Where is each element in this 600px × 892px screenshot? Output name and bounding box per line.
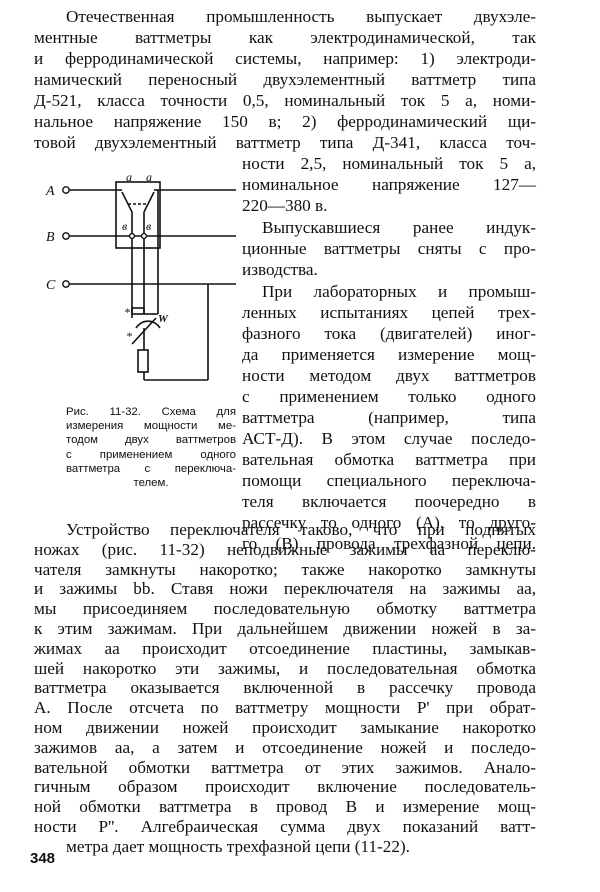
text-line: нальное напряжение 150 в; 2) ферродинами… bbox=[34, 112, 536, 131]
text-line: Устройство переключателя таково, что при… bbox=[66, 520, 536, 539]
phase-c-label: C bbox=[46, 278, 56, 293]
text-line: АСТ-Д). В этом случае последо- bbox=[242, 429, 536, 448]
text-line: ной обмотки ваттметра в провод B и измер… bbox=[34, 797, 536, 817]
text-line: чателя замкнуты накоротко; также накорот… bbox=[34, 559, 536, 579]
caption-line: тодом двух ваттметров bbox=[66, 434, 236, 447]
text-line: ционные ваттметры сняты с про- bbox=[242, 239, 536, 258]
text-line: гичным образом происходит включение посл… bbox=[34, 777, 536, 797]
wattmeter-label: W bbox=[158, 313, 169, 325]
text-line: ности методом двух ваттметров bbox=[242, 366, 536, 385]
switch-a-label-right: a bbox=[146, 170, 152, 184]
text-line: да применяется измерение мощ- bbox=[242, 345, 536, 364]
switch-a-label-left: a bbox=[126, 170, 132, 184]
text-line: го (B) провода трехфазной цепи. bbox=[242, 534, 536, 553]
text-line: мы присоединяем последовательную обмотку… bbox=[34, 599, 536, 619]
caption-line: ваттметра с переключа- bbox=[66, 462, 236, 475]
text-line: ваттметра (например, типа bbox=[242, 408, 536, 427]
text-line: Д-521, класса точности 0,5, номинальный … bbox=[34, 91, 536, 110]
figure-caption: Рис. 11-32. Схема для измерения мощности… bbox=[66, 405, 236, 490]
caption-line: с применением одного bbox=[66, 448, 236, 461]
text-line: шей накоротко эти зажимы, и последовател… bbox=[34, 658, 536, 678]
phase-a-label: A bbox=[45, 184, 55, 199]
text-line: вательной обмотки ваттметра от этих зажи… bbox=[34, 757, 536, 777]
star-mark-voltage: * bbox=[126, 329, 132, 343]
text-line: ментные ваттметры как электродинамическо… bbox=[34, 28, 536, 47]
text-line: товой двухэлементный ваттметр типа Д-341… bbox=[34, 133, 536, 152]
text-line: помощи специального переключа- bbox=[242, 471, 536, 490]
text-line: ности 2,5, номинальный ток 5 а, bbox=[242, 154, 536, 173]
caption-line: Рис. 11-32. Схема для bbox=[66, 406, 236, 418]
caption-line: телем. bbox=[133, 477, 169, 490]
text-line: и зажимы bb. Ставя ножи переключателя на… bbox=[34, 579, 536, 599]
text-line: и ферродинамической системы, например: 1… bbox=[34, 49, 536, 68]
text-line: ленных испытаниях цепей трех- bbox=[242, 303, 536, 322]
text-line: жимах аа происходит отсоединение пластин… bbox=[34, 638, 536, 658]
text-line: с применением только одного bbox=[242, 387, 536, 406]
text-line: 220—380 в. bbox=[242, 196, 328, 215]
star-mark-current: * bbox=[124, 305, 130, 319]
text-line: вательная обмотка ваттметра при bbox=[242, 450, 536, 469]
text-line: зажимов аа, а затем и отсоединение ножей… bbox=[34, 737, 536, 757]
text-line: Выпускавшиеся ранее индук- bbox=[262, 218, 536, 237]
circuit-diagram: A B C a a в в W * * bbox=[45, 170, 236, 381]
text-line: метра дает мощность трехфазной цепи (11-… bbox=[66, 836, 410, 856]
text-line: ном движении ножей происходит замыкание … bbox=[34, 718, 536, 737]
switch-b-label-left: в bbox=[122, 219, 127, 233]
page-number: 348 bbox=[30, 850, 56, 867]
text-line: A. После отсчета по ваттметру мощности P… bbox=[34, 698, 536, 718]
text-line: номинальное напряжение 127— bbox=[242, 175, 536, 194]
text-line: При лабораторных и промыш- bbox=[262, 282, 536, 301]
text-line: намический переносный двухэлементный ват… bbox=[34, 70, 536, 89]
text-line: фазного тока (двигателей) иног- bbox=[242, 324, 536, 343]
text-line: к этим зажимам. При дальнейшем движении … bbox=[34, 619, 536, 638]
switch-b-label-right: в bbox=[146, 219, 151, 233]
caption-line: измерения мощности ме- bbox=[66, 420, 236, 433]
text-line: рассечку то одного (A), то друго- bbox=[242, 513, 536, 532]
text-line: Отечественная промышленность выпускает д… bbox=[66, 7, 536, 26]
text-line: теля включается поочередно в bbox=[242, 492, 536, 511]
phase-b-label: B bbox=[46, 230, 55, 245]
text-line: ножах (рис. 11-32) неподвижные зажимы аа… bbox=[34, 539, 536, 559]
text-line: ваттметра оказывается включенной в рассе… bbox=[34, 678, 536, 698]
text-line: ности P''. Алгебраическая сумма двух пок… bbox=[34, 817, 536, 836]
text-line: изводства. bbox=[242, 260, 318, 279]
